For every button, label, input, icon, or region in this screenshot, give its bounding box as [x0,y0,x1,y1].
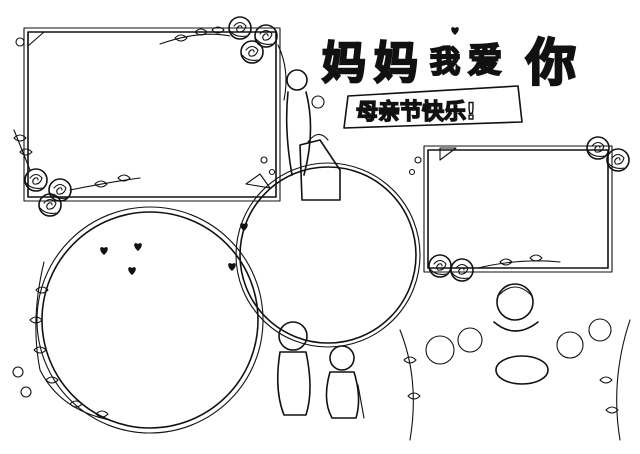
heart-icon [451,27,459,35]
mother-with-bag-figure [285,69,341,201]
title-group: 妈 妈 我 爱 你 [321,27,577,93]
rose-cluster-left [13,129,141,217]
folding-fan-icon [245,173,271,189]
elderly-couple-figure [276,321,365,419]
circle-frame-center [228,162,421,348]
title-char-ni: 你 [525,34,576,92]
title-char-ai: 爱 [468,41,502,81]
title-char-ma-1: 妈 [322,38,366,89]
vine-left [12,261,111,421]
flower-bed-bottom [399,318,631,441]
subtitle-banner: 母亲节快乐! [343,85,523,129]
decorative-dots [260,156,422,176]
rose-cluster-top [159,16,287,101]
circle-frame-left [36,206,264,434]
title-char-ma-2: 妈 [374,38,418,89]
title-char-wo: 我 [430,45,460,80]
subtitle-text: 母亲节快乐! [356,100,476,125]
frame-right [423,136,630,282]
girl-with-flowers-figure [493,283,549,385]
frame-top-left [15,27,281,202]
